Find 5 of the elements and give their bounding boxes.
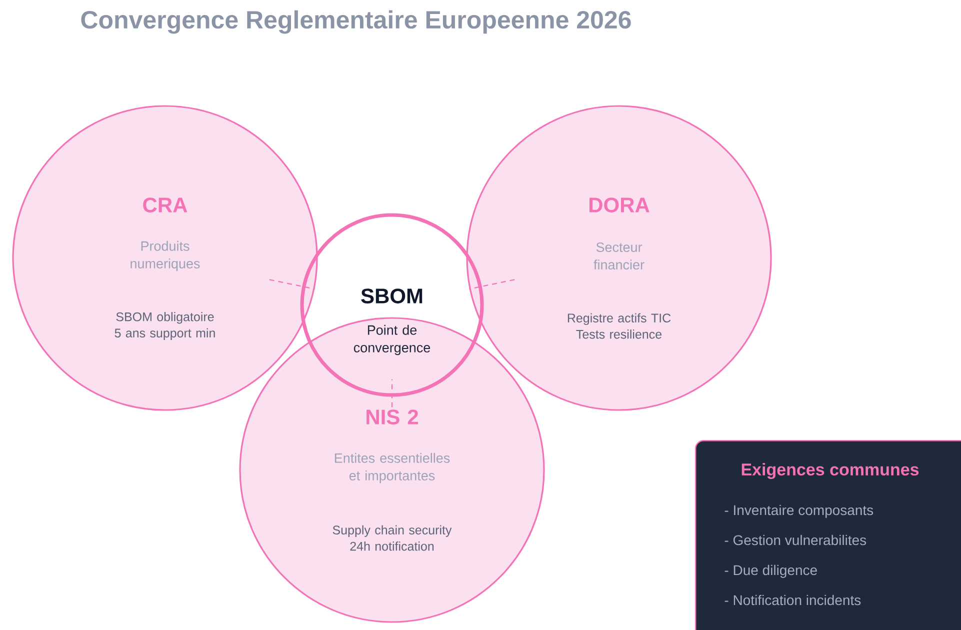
title: Convergence Reglementaire Europeenne 2026 [81,10,631,34]
dashed-connector [269,279,315,290]
dashed-connector [469,279,515,290]
requirements-panel: Exigences communes - Inventaire composants - Gestion vulnerabilites - Due diligence - Notification incidents [695,440,961,630]
dashed-connector [391,379,393,408]
